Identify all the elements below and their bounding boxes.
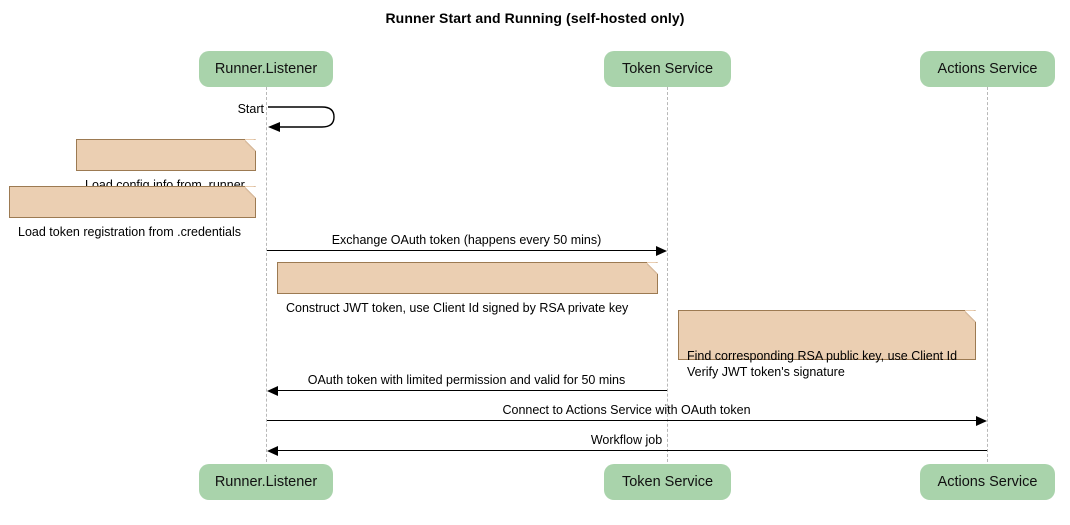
note-text: Load token registration from .credential… bbox=[18, 225, 242, 239]
note-fold-corner-icon bbox=[245, 186, 256, 198]
note-fold-corner-icon bbox=[965, 310, 976, 322]
actor-label: Token Service bbox=[621, 61, 714, 77]
lifeline-actions bbox=[987, 87, 988, 462]
note-load-token-registration: Load token registration from .credential… bbox=[9, 186, 256, 239]
actor-label: Runner.Listener bbox=[214, 61, 318, 77]
message-line-exchange-oauth bbox=[267, 250, 657, 251]
actor-label: Actions Service bbox=[937, 474, 1038, 490]
actor-runner-listener-top[interactable]: Runner.Listener bbox=[199, 51, 333, 87]
note-text: Find corresponding RSA public key, use C… bbox=[687, 349, 958, 379]
actor-runner-listener-bottom[interactable]: Runner.Listener bbox=[199, 464, 333, 500]
message-self-loop-start bbox=[266, 100, 340, 134]
message-arrowhead-connect-actions bbox=[976, 415, 987, 426]
actor-label: Runner.Listener bbox=[214, 474, 318, 490]
page-title: Runner Start and Running (self-hosted on… bbox=[385, 10, 685, 26]
message-label-workflow-job: Workflow job bbox=[590, 433, 663, 447]
message-arrowhead-oauth-token-return bbox=[267, 385, 278, 396]
note-text: Construct JWT token, use Client Id signe… bbox=[286, 301, 629, 315]
note-fold-corner-icon bbox=[245, 139, 256, 151]
actor-actions-service-bottom[interactable]: Actions Service bbox=[920, 464, 1055, 500]
actor-token-service-bottom[interactable]: Token Service bbox=[604, 464, 731, 500]
message-arrowhead-exchange-oauth bbox=[656, 245, 667, 256]
actor-actions-service-top[interactable]: Actions Service bbox=[920, 51, 1055, 87]
message-label-oauth-token-return: OAuth token with limited permission and … bbox=[307, 373, 626, 387]
actor-label: Actions Service bbox=[937, 61, 1038, 77]
note-construct-jwt: Construct JWT token, use Client Id signe… bbox=[277, 262, 658, 315]
message-line-workflow-job bbox=[277, 450, 987, 451]
actor-label: Token Service bbox=[621, 474, 714, 490]
lifeline-token bbox=[667, 87, 668, 462]
note-fold-corner-icon bbox=[647, 262, 658, 274]
message-line-oauth-token-return bbox=[277, 390, 667, 391]
message-label-exchange-oauth: Exchange OAuth token (happens every 50 m… bbox=[331, 233, 602, 247]
note-verify-jwt: Find corresponding RSA public key, use C… bbox=[678, 310, 976, 379]
message-label-start: Start bbox=[237, 102, 264, 116]
actor-token-service-top[interactable]: Token Service bbox=[604, 51, 731, 87]
lifeline-runner bbox=[266, 87, 267, 462]
message-label-connect-actions: Connect to Actions Service with OAuth to… bbox=[502, 403, 751, 417]
message-arrowhead-workflow-job bbox=[267, 445, 278, 456]
message-line-connect-actions bbox=[267, 420, 977, 421]
note-load-config: Load config info from .runner bbox=[76, 139, 256, 192]
